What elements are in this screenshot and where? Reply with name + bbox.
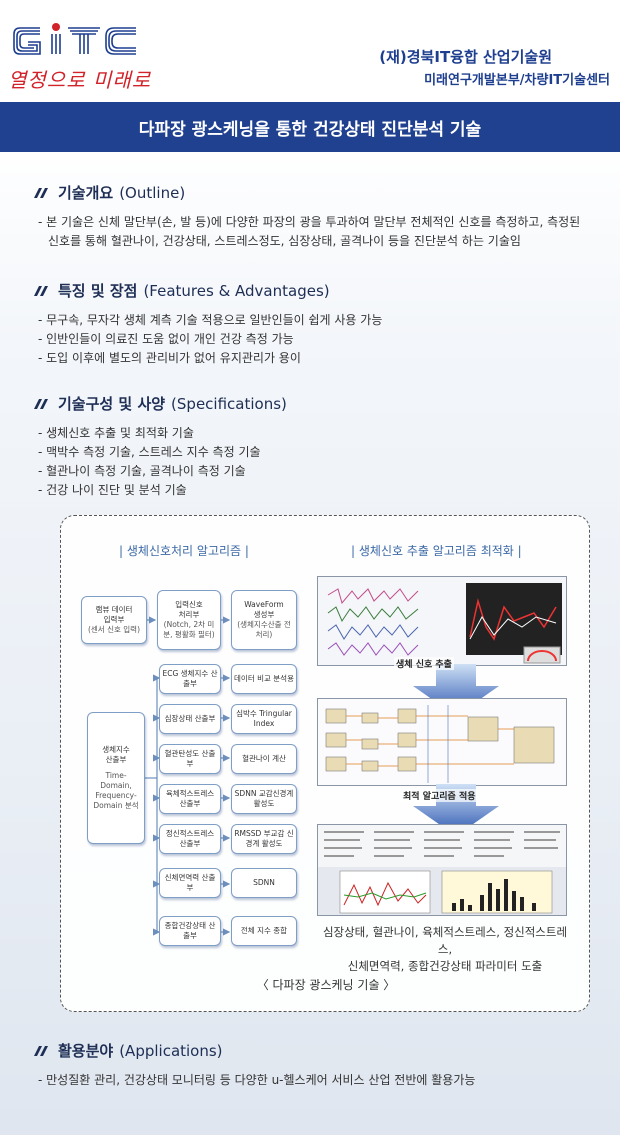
- step-label-extraction: 생체 신호 추출: [394, 657, 454, 670]
- down-arrow-icon: [413, 664, 499, 716]
- list-item: - 맥박수 측정 기술, 스트레스 지수 측정 기술: [38, 445, 261, 459]
- slash-bullet-icon: [34, 1045, 48, 1056]
- page-title: 다파장 광스케닝을 통한 건강상태 진단분석 기술: [0, 102, 620, 152]
- section-features: 특징 및 장점 (Features & Advantages) - 무구속, 무…: [34, 280, 594, 368]
- slash-bullet-icon: [34, 285, 48, 296]
- result-screenshot: [317, 824, 567, 916]
- algorithm-block-diagram-screenshot: [317, 698, 567, 786]
- section-applications: 활용분야 (Applications) - 만성질환 관리, 건강상태 모니터링…: [34, 1040, 594, 1090]
- list-item: - 인반인들이 의료진 도움 없이 개인 건강 측정 가능: [38, 332, 294, 346]
- signal-plot: [318, 577, 566, 665]
- calc-left-block: 혈관탄성도 산출부: [159, 744, 221, 774]
- section-outline: 기술개요 (Outline) - 본 기술은 신체 말단부(손, 발 등)에 다…: [34, 182, 594, 251]
- calc-left-block: ECG 생체지수 산출부: [159, 664, 221, 694]
- calc-right-block: 전체 지수 종합: [231, 916, 297, 946]
- page-header: 열정으로 미래로 (재)경북IT융합 산업기술원 미래연구개발본부/차량IT기술…: [0, 0, 620, 102]
- calc-right-block: 데이터 비교 분석용: [231, 664, 297, 694]
- heading-en: (Specifications): [171, 394, 287, 413]
- diagram-right-heading: | 생체신호 추출 알고리즘 최적화 |: [351, 544, 522, 558]
- section-heading: 기술구성 및 사양 (Specifications): [34, 393, 594, 414]
- slash-bullet-icon: [34, 398, 48, 409]
- calc-left-block: 정신적스트레스 산출부: [159, 824, 221, 854]
- algorithm-diagram: | 생체신호처리 알고리즘 | | 생체신호 추출 알고리즘 최적화 |: [60, 515, 590, 1012]
- diagram-left-heading: | 생체신호처리 알고리즘 |: [119, 544, 249, 558]
- heading-ko: 활용분야: [58, 1042, 114, 1060]
- section-specs: 기술구성 및 사양 (Specifications) - 생체신호 추출 및 최…: [34, 393, 594, 500]
- section-heading: 활용분야 (Applications): [34, 1040, 594, 1061]
- heading-ko: 특징 및 장점: [58, 282, 138, 300]
- calc-left-block: 심장상태 산출부: [159, 704, 221, 734]
- result-dashboard-image: [318, 825, 566, 914]
- gitc-logo: [13, 23, 136, 55]
- organization: (재)경북IT융합 산업기술원 미래연구개발본부/차량IT기술센터: [379, 46, 610, 88]
- calc-right-block: SDNN: [231, 868, 297, 898]
- heading-en: (Features & Advantages): [143, 281, 330, 300]
- list-item: - 무구속, 무자각 생체 계측 기술 적용으로 일반인들이 쉽게 사용 가능: [38, 313, 383, 327]
- list-item: - 본 기술은 신체 말단부(손, 발 등)에 다양한 파장의 광을 투과하여 …: [38, 215, 581, 248]
- step-label-optimization: 최적 알고리즘 적용: [401, 789, 478, 802]
- heading-ko: 기술개요: [58, 184, 114, 202]
- list-item: - 도입 이후에 별도의 관리비가 없어 유지관리가 용이: [38, 351, 301, 365]
- down-arrow-icon: [413, 784, 499, 836]
- diagram-caption: 〈 다파장 광스케닝 기술 〉: [256, 978, 396, 992]
- calc-right-block: 혈관나이 계산: [231, 744, 297, 774]
- section-heading: 기술개요 (Outline): [34, 182, 594, 203]
- calc-right-block: RMSSD 부교감 신경계 활성도: [231, 824, 297, 854]
- list-item: - 혈관나이 측정 기술, 골격나이 측정 기술: [38, 464, 246, 478]
- calc-left-block: 신체면역력 산출부: [159, 868, 221, 898]
- slash-bullet-icon: [34, 187, 48, 198]
- flow-connectors: [145, 616, 231, 936]
- block-diagram-image: [325, 705, 555, 783]
- heading-en: (Outline): [119, 183, 186, 202]
- heading-en: (Applications): [119, 1041, 223, 1060]
- calc-left-block: 육체적스트레스 산출부: [159, 784, 221, 814]
- result-caption: 심장상태, 혈관나이, 육체적스트레스, 정신적스트레스, 신체면역력, 종합건…: [322, 925, 568, 973]
- slogan: 열정으로 미래로: [8, 68, 152, 92]
- signal-extraction-screenshot: [317, 576, 567, 666]
- calc-right-block: 심박수 Tringular Index: [231, 704, 297, 734]
- section-heading: 특징 및 장점 (Features & Advantages): [34, 280, 594, 301]
- org-name: (재)경북IT융합 산업기술원: [379, 48, 552, 66]
- heading-ko: 기술구성 및 사양: [58, 395, 166, 413]
- list-item: - 만성질환 관리, 건강상태 모니터링 등 다양한 u-헬스케어 서비스 산업…: [38, 1073, 476, 1087]
- list-item: - 생체신호 추출 및 최적화 기술: [38, 426, 194, 440]
- calc-left-block: 종합건강상태 산출부: [159, 916, 221, 946]
- list-item: - 건강 나이 진단 및 분석 기술: [38, 483, 187, 497]
- calc-right-block: SDNN 교감신경계 활성도: [231, 784, 297, 814]
- org-dept: 미래연구개발본부/차량IT기술센터: [424, 73, 610, 88]
